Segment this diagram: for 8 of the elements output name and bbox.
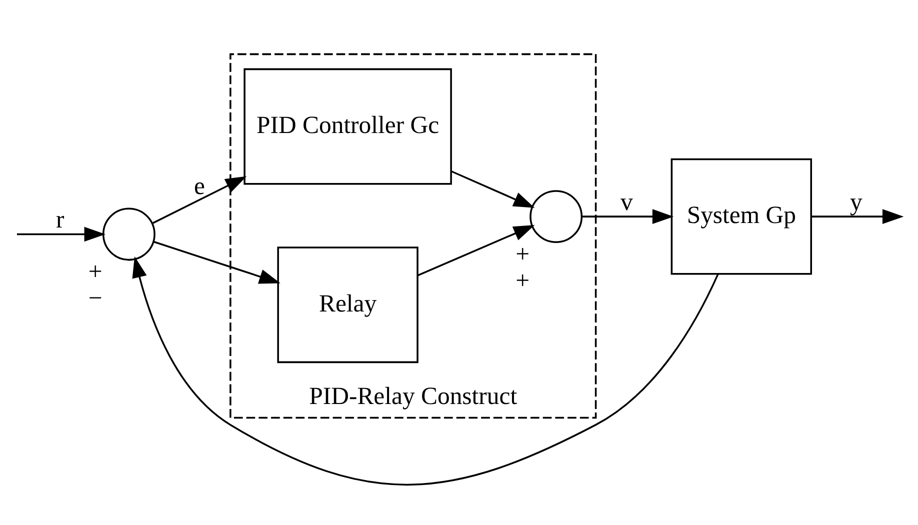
node-label: + xyxy=(88,258,102,286)
edge-label: v xyxy=(620,188,633,216)
edge-label: e xyxy=(194,172,206,200)
edge-label: r xyxy=(56,206,64,234)
edge-label: y xyxy=(850,188,862,216)
node-label: − xyxy=(88,285,102,312)
node-label: + xyxy=(516,240,530,268)
node-label: + xyxy=(516,267,530,294)
